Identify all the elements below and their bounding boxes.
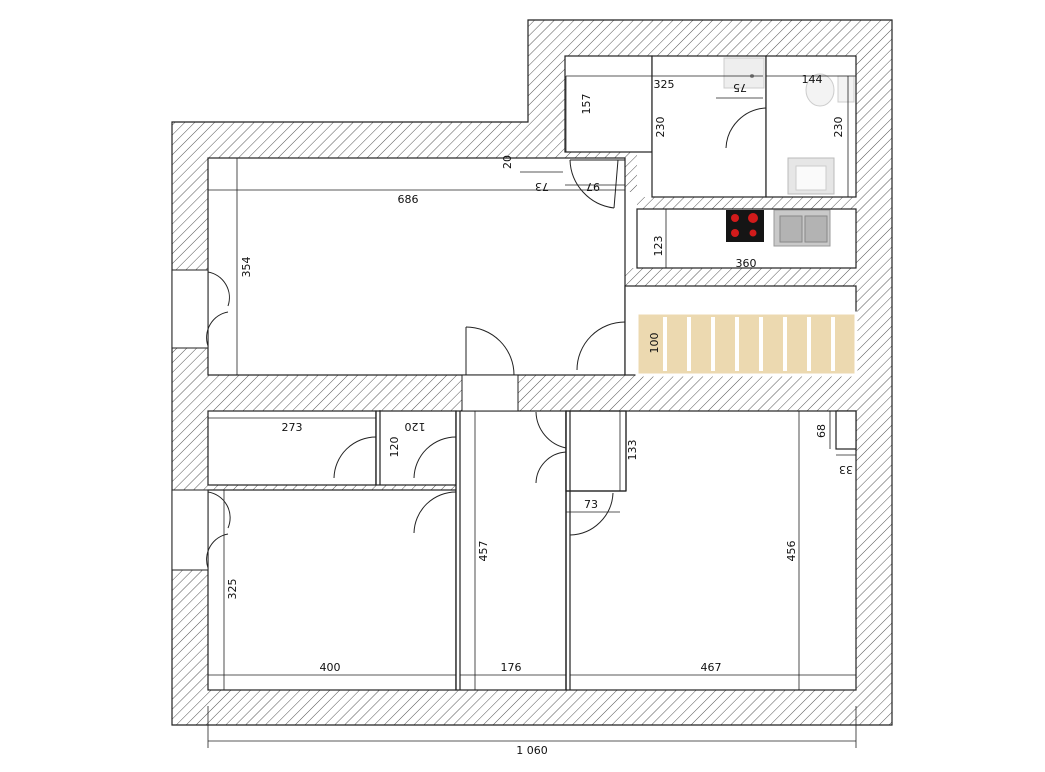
corridor (455, 410, 567, 691)
bathroom-sink-icon (787, 157, 835, 195)
dim-325-top: 325 (654, 78, 675, 91)
toilet-icon (805, 73, 855, 107)
dim-97: 97 (586, 180, 600, 193)
doors (333, 106, 767, 536)
dim-living-depth: 354 (240, 257, 253, 278)
dim-467: 467 (701, 661, 722, 674)
dim-33: 33 (839, 463, 853, 476)
dim-20: 20 (501, 155, 514, 169)
closet-right (565, 410, 627, 492)
dim-living-width: 686 (398, 193, 419, 206)
dim-400: 400 (320, 661, 341, 674)
living-room (207, 157, 626, 376)
dim-230-wc: 230 (832, 117, 845, 138)
dim-73-bottom: 73 (584, 498, 598, 511)
dim-360: 360 (736, 257, 757, 270)
dim-75: 75 (733, 81, 747, 94)
dim-68: 68 (815, 424, 828, 438)
dim-230-bath: 230 (654, 117, 667, 138)
dim-273: 273 (282, 421, 303, 434)
duct (835, 410, 857, 450)
hallway-upper (564, 55, 653, 153)
dim-123: 123 (652, 236, 665, 257)
dim-456: 456 (785, 541, 798, 562)
dimension-labels: 686 354 20 73 97 157 325 230 75 144 230 … (226, 73, 853, 757)
window-living (171, 269, 209, 349)
kitchen-sink-icon (773, 209, 831, 247)
dim-120-b: 120 (388, 437, 401, 458)
cooktop-icon (726, 210, 764, 242)
windows (171, 269, 231, 571)
dimension-lines (207, 75, 857, 748)
dim-120-a: 120 (405, 420, 426, 433)
staircase-icon (635, 311, 858, 377)
dim-325-left: 325 (226, 579, 239, 600)
window-bedroom (171, 489, 209, 571)
washbasin-icon (723, 57, 765, 89)
dim-144: 144 (802, 73, 823, 86)
bedroom-left (207, 489, 457, 691)
dim-176: 176 (501, 661, 522, 674)
walls (171, 19, 893, 726)
dim-457: 457 (477, 541, 490, 562)
room-outlines (207, 55, 857, 691)
dim-total-width: 1 060 (516, 744, 548, 757)
dim-73-top: 73 (535, 180, 549, 193)
dim-157: 157 (580, 94, 593, 115)
dim-133: 133 (626, 440, 639, 461)
dim-100: 100 (648, 333, 661, 354)
